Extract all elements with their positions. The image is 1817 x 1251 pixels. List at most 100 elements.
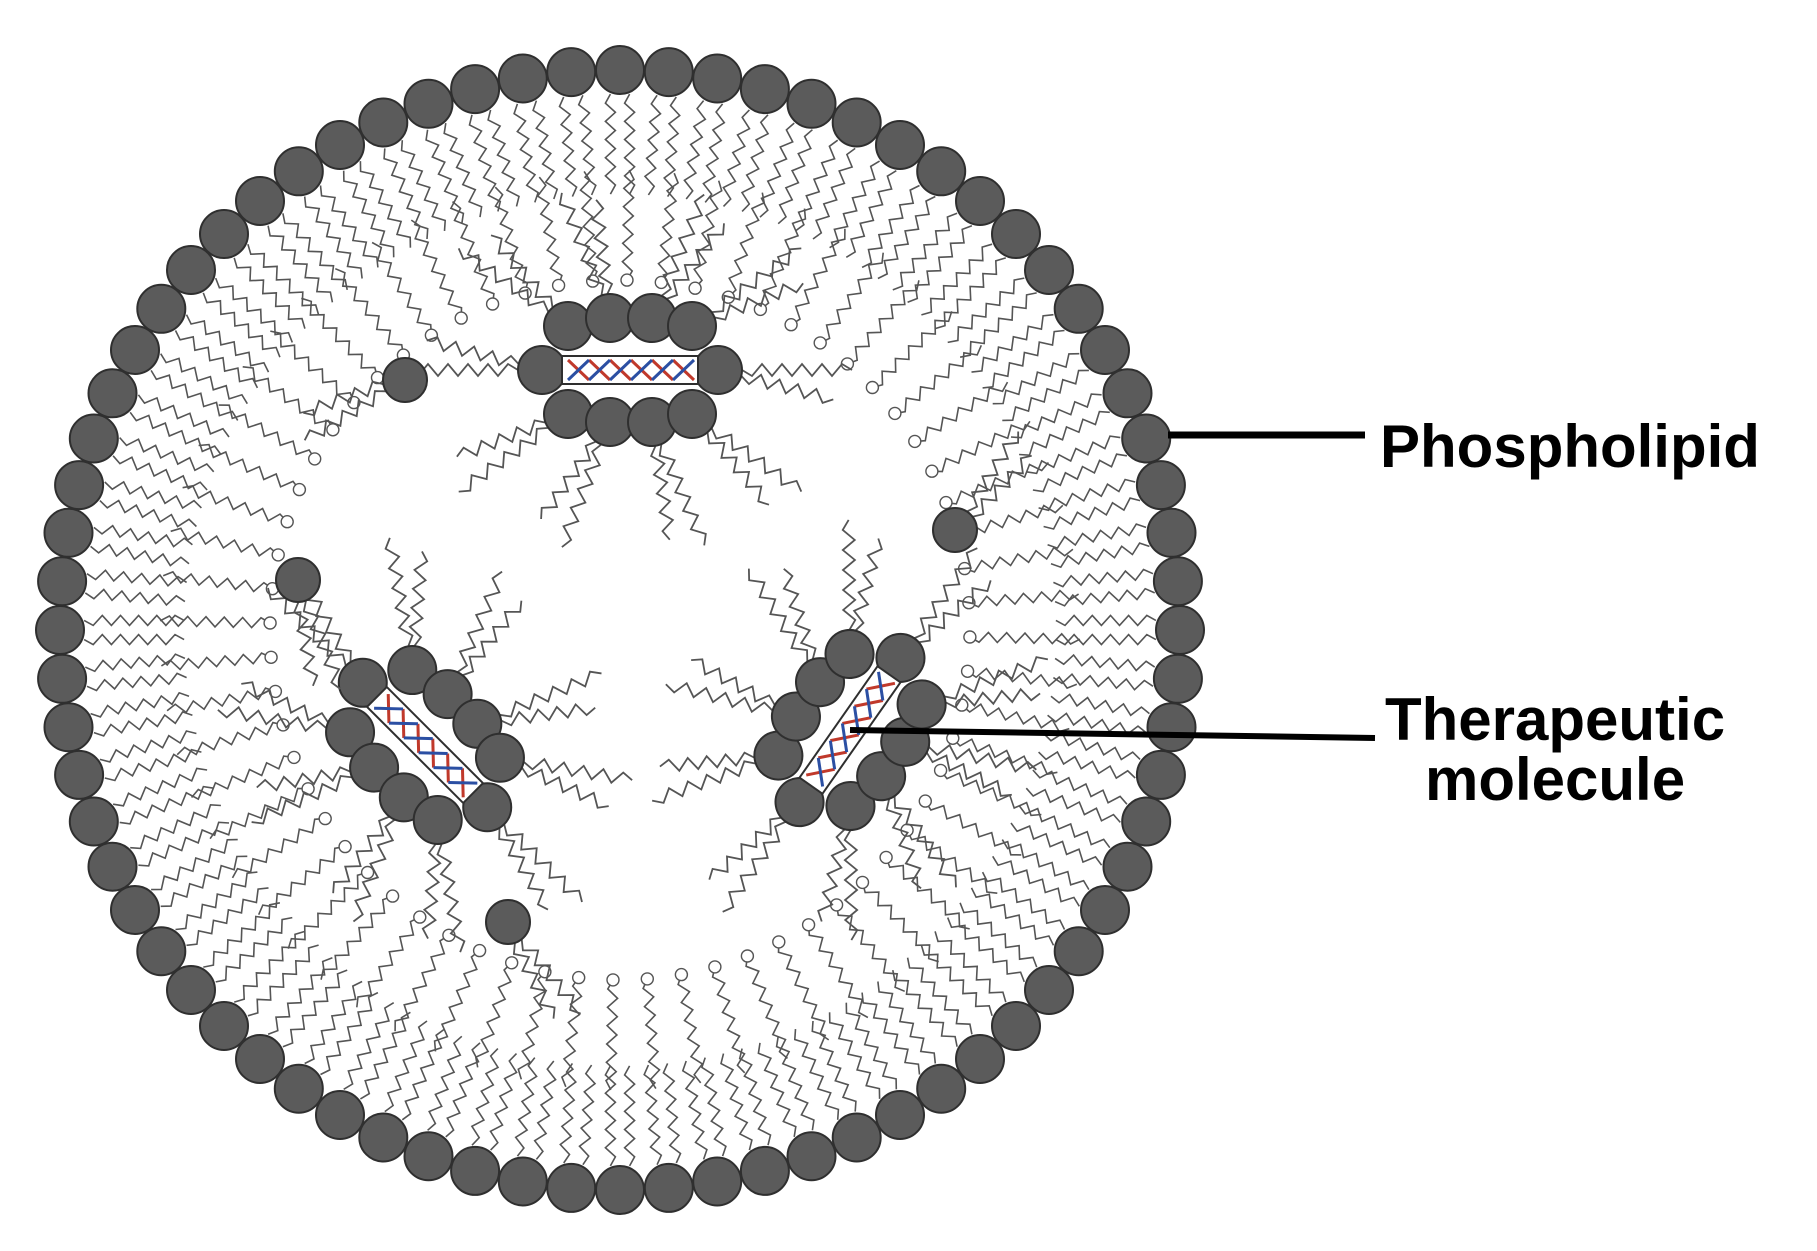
micelle-lipid-tail <box>710 427 803 492</box>
inner-lipid-tail <box>356 916 421 1008</box>
outer-lipid-tail <box>1052 673 1154 691</box>
outer-lipid-tail <box>578 1064 597 1166</box>
micelle-lipid-head <box>543 389 593 439</box>
inner-lipid-head <box>280 515 294 529</box>
inner-lipid-head <box>485 297 500 311</box>
inner-lipid-tail <box>861 882 939 963</box>
inner-lipid-tail <box>198 443 301 491</box>
outer-lipid-tail <box>992 352 1080 405</box>
outer-lipid-tail <box>577 94 597 196</box>
micelle-lipid-head <box>896 679 947 730</box>
micelle-lipid-tail <box>945 687 1041 709</box>
outer-lipid-head <box>831 1112 882 1163</box>
free-phospholipid <box>932 431 1032 553</box>
therapeutic-label-line2: molecule <box>1424 746 1686 813</box>
outer-lipid-head <box>916 146 967 197</box>
therapeutic-strand-blue <box>816 671 885 787</box>
inner-lipid-tail <box>218 404 316 460</box>
inner-lipid-tail <box>231 817 326 879</box>
outer-lipid-head <box>991 209 1041 259</box>
outer-lipid-tail <box>468 114 502 212</box>
outer-lipid-tail <box>934 931 1007 1003</box>
inner-lipid-tail <box>759 208 807 311</box>
outer-lipid-head <box>1080 885 1130 935</box>
inner-lipid-head <box>963 630 977 644</box>
inner-lipid-tail <box>190 755 295 799</box>
inner-lipid-tail <box>170 527 279 557</box>
micelle-lipid-tail <box>499 670 602 718</box>
outer-lipid-tail <box>470 1048 500 1146</box>
inner-lipid-tail <box>952 737 1058 776</box>
outer-lipid-head <box>273 1063 324 1114</box>
free-lipid-tail <box>520 939 581 1015</box>
liposome-membrane <box>35 45 1205 1215</box>
micelle-lipid-tail <box>558 192 605 296</box>
outer-lipid-tail <box>681 1060 708 1160</box>
outer-lipid-tail <box>759 122 795 218</box>
therapeutic-label-line1: Therapeutic <box>1385 686 1726 753</box>
outer-lipid-tail <box>921 243 993 316</box>
inner-lipid-tail <box>160 652 272 671</box>
outer-lipid-tail <box>1050 693 1150 717</box>
inner-lipid-head <box>338 839 352 854</box>
inner-lipid-tail <box>657 172 680 283</box>
outer-lipid-tail <box>828 1012 881 1099</box>
outer-lipid-head <box>273 146 324 197</box>
outer-lipid-head <box>87 841 138 892</box>
micelle-lipid-tail <box>426 335 520 367</box>
inner-lipid-tail <box>162 570 273 593</box>
outer-lipid-tail <box>1054 587 1156 607</box>
micelle-lipid-head <box>667 301 717 351</box>
outer-lipid-tail <box>663 96 681 198</box>
inner-lipid-head <box>360 865 375 880</box>
micelle-lipid-tail <box>918 580 992 644</box>
inner-lipid-head <box>454 311 468 325</box>
micelle-lipid-tail <box>925 751 1012 797</box>
micelle-lipid-tail <box>217 705 327 733</box>
therapeutic-strand-blue <box>566 358 696 382</box>
micelle-lipid-tail <box>503 823 583 903</box>
outer-lipid-tail <box>757 1042 797 1138</box>
outer-lipid-tail <box>84 653 186 673</box>
reverse-micelle-right <box>651 519 1049 941</box>
inner-lipid-tail <box>961 703 1070 733</box>
inner-lipid-head <box>413 910 427 924</box>
outer-lipid-tail <box>319 185 379 268</box>
outer-lipid-tail <box>247 243 320 316</box>
inner-lipid-tail <box>536 176 563 286</box>
micelle-lipid-tail <box>407 362 519 378</box>
outer-lipid-head <box>692 53 743 104</box>
outer-lipid-tail <box>604 93 617 195</box>
outer-lipid-head <box>692 1156 743 1207</box>
outer-lipid-tail <box>83 633 185 646</box>
micelle-lipid-tail <box>523 757 633 785</box>
outer-lipid-head <box>315 120 365 170</box>
micelle-lipid-tail <box>241 681 329 724</box>
outer-lipid-tail <box>400 140 447 231</box>
outer-lipid-head <box>786 1131 837 1182</box>
outer-lipid-tail <box>702 103 726 203</box>
outer-lipid-tail <box>175 871 258 931</box>
outer-lipid-head <box>68 796 119 847</box>
inner-lipid-head <box>308 452 322 466</box>
inner-lipid-head <box>865 380 880 395</box>
micelle-lipid-tail <box>893 796 957 888</box>
inner-lipid-head <box>620 273 634 287</box>
outer-lipid-tail <box>129 411 222 455</box>
micelle-lipid-head <box>517 345 567 395</box>
inner-lipid-head <box>801 918 816 932</box>
micelle-lipid-tail <box>540 440 597 520</box>
inner-lipid-head <box>640 972 654 986</box>
outer-lipid-tail <box>971 313 1054 373</box>
outer-lipid-tail <box>623 93 636 195</box>
outer-lipid-head <box>991 1001 1041 1051</box>
outer-lipid-tail <box>160 855 248 908</box>
outer-lipid-head <box>403 1131 454 1182</box>
micelle-lipid-tail <box>457 248 550 313</box>
outer-lipid-head <box>1146 507 1197 558</box>
outer-lipid-tail <box>282 213 348 291</box>
outer-lipid-head <box>1155 605 1205 655</box>
outer-lipid-head <box>68 413 119 464</box>
outer-lipid-tail <box>812 147 856 240</box>
outer-lipid-tail <box>137 394 230 438</box>
